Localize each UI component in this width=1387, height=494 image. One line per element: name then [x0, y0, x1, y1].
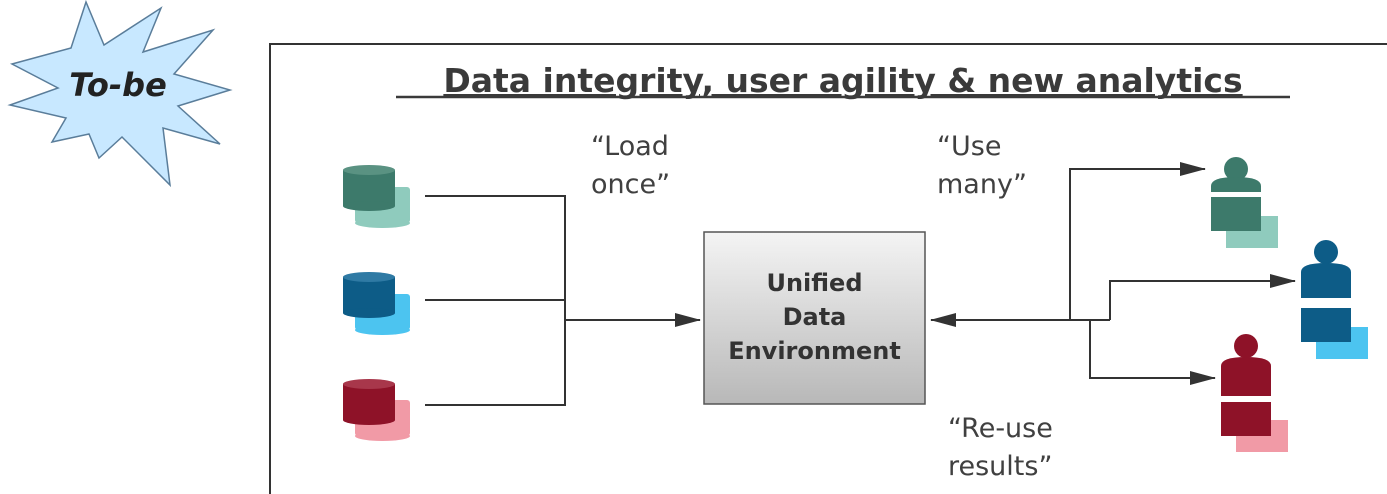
- quote-load-once-line-1: “Load: [591, 131, 669, 162]
- box-label-line-3: Environment: [728, 337, 901, 365]
- quote-use-many-line-2: many”: [937, 169, 1027, 200]
- diagram-title: Data integrity, user agility & new analy…: [443, 61, 1242, 100]
- user-red-icon: [1221, 334, 1288, 452]
- database-green-icon: [343, 165, 410, 228]
- quote-reuse-results-line-2: results”: [948, 451, 1052, 482]
- arrow-to-blue-user: [1109, 274, 1296, 320]
- user-green-icon: [1211, 157, 1278, 248]
- database-red-icon: [343, 379, 410, 441]
- arrow-to-green-user: [1069, 162, 1206, 320]
- to-be-badge: To-be: [7, 0, 233, 188]
- source-connectors: [425, 195, 701, 406]
- user-blue-icon: [1301, 240, 1368, 359]
- output-connectors: [930, 162, 1296, 385]
- quote-use-many: “Use many”: [937, 131, 1027, 200]
- arrow-to-red-user: [1089, 320, 1216, 385]
- starburst-shape: [7, 0, 233, 188]
- unified-data-environment-box: Unified Data Environment: [703, 231, 926, 405]
- diagram-frame: [269, 43, 1387, 494]
- quote-reuse-results-line-1: “Re-use: [948, 413, 1053, 444]
- quote-reuse-results: “Re-use results”: [948, 413, 1053, 482]
- quote-use-many-line-1: “Use: [937, 131, 1001, 162]
- box-label-line-2: Data: [783, 303, 847, 331]
- box-label-line-1: Unified: [766, 269, 862, 297]
- database-blue-icon: [343, 272, 410, 335]
- badge-label: To-be: [69, 66, 167, 104]
- quote-load-once: “Load once”: [591, 131, 670, 200]
- quote-load-once-line-2: once”: [591, 169, 670, 200]
